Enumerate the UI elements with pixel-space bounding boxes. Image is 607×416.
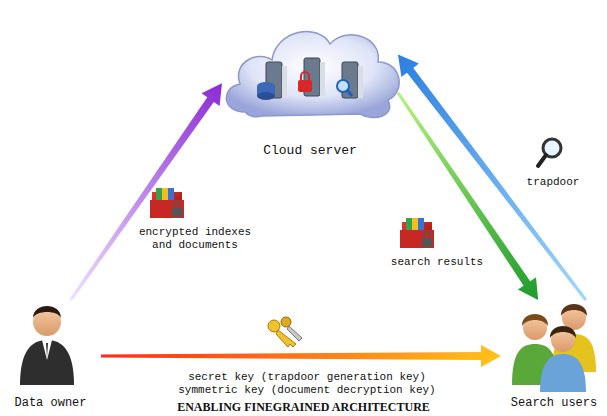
node-label: Cloud server — [222, 143, 398, 158]
edge-label: trapdoor — [518, 176, 588, 189]
node-label: Data owner — [0, 396, 101, 410]
encrypted-folder-icon — [150, 188, 184, 218]
actor-node: Search users — [501, 300, 607, 412]
node-label: Search users — [501, 396, 607, 410]
edge-label: search results — [385, 256, 489, 269]
edge-label: encrypted indexes and documents — [128, 226, 262, 252]
actor-node: Cloud server — [222, 0, 398, 160]
data-owner-icon — [20, 306, 74, 385]
key-icon — [268, 317, 302, 347]
cloud-icon — [226, 31, 399, 117]
edge-label: secret key (trapdoor generation key) sym… — [172, 371, 442, 397]
flow-arrow — [70, 83, 223, 301]
search-users-icon — [512, 304, 596, 392]
result-folder-icon — [400, 218, 434, 248]
magnifier-icon — [538, 139, 561, 166]
caption: ENABLING FINEGRAINED ARCHITECTURE — [0, 401, 607, 414]
flow-arrow — [101, 345, 501, 367]
actor-node: Data owner — [0, 300, 101, 412]
